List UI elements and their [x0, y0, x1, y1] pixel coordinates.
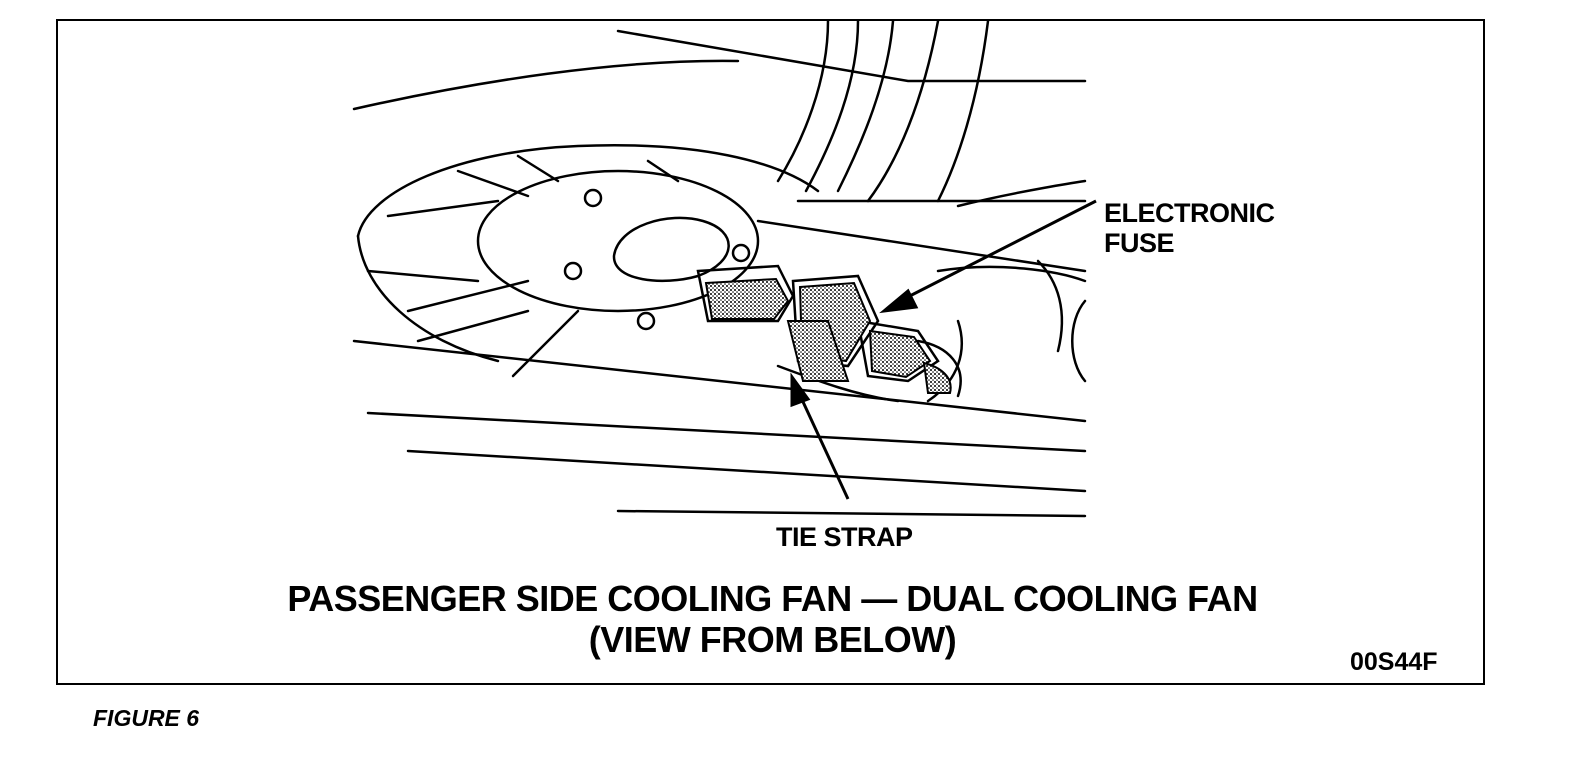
- electronic-fuse-callout-line1: ELECTRONIC: [1104, 198, 1275, 228]
- figure-code: 00S44F: [1350, 648, 1438, 676]
- cooling-fan-illustration: [352, 21, 1097, 518]
- electronic-fuse-callout-line2: FUSE: [1104, 228, 1175, 258]
- tie-strap-callout: TIE STRAP: [776, 522, 913, 552]
- figure-caption: FIGURE 6: [93, 705, 200, 731]
- figure-subtitle: (VIEW FROM BELOW): [588, 619, 957, 660]
- figure-title: PASSENGER SIDE COOLING FAN — DUAL COOLIN…: [287, 578, 1258, 619]
- figure-frame: ELECTRONIC FUSE TIE STRAP PASSENGER SIDE…: [56, 19, 1485, 685]
